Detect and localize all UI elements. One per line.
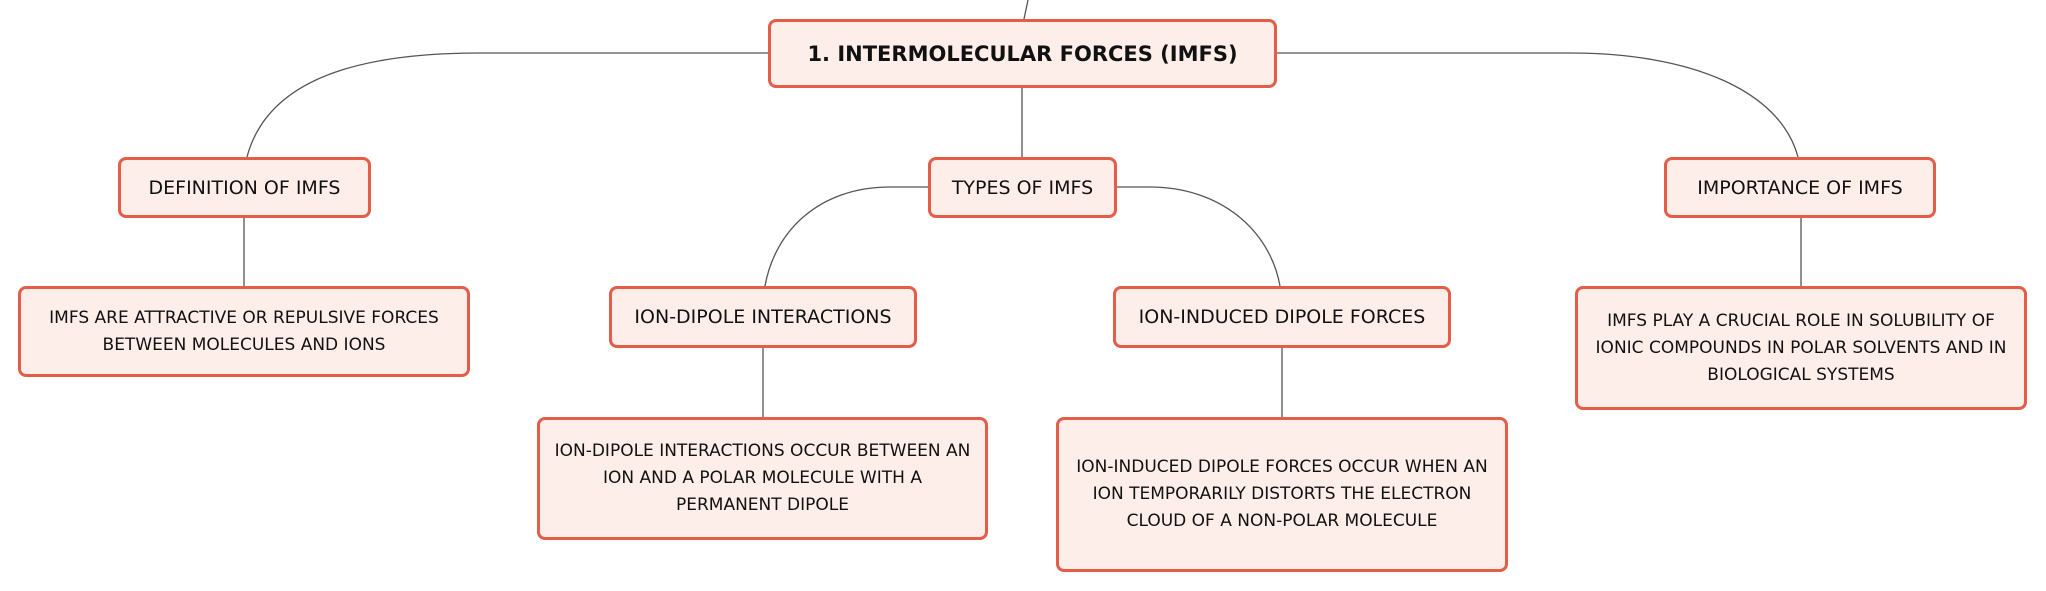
- root-node-label: 1. INTERMOLECULAR FORCES (IMFS): [807, 41, 1238, 66]
- node-ion-dipole-detail-text: ION-DIPOLE INTERACTIONS OCCUR BETWEEN AN…: [554, 441, 971, 515]
- node-definition-label: DEFINITION OF IMFS: [148, 176, 341, 199]
- node-definition-detail-text: IMFS ARE ATTRACTIVE OR REPULSIVE FORCES …: [49, 307, 439, 355]
- node-importance-of-imfs[interactable]: IMPORTANCE OF IMFS: [1664, 157, 1936, 218]
- node-importance-detail[interactable]: IMFS PLAY A CRUCIAL ROLE IN SOLUBILITY O…: [1575, 286, 2027, 410]
- connector-types-iondipole: [764, 186, 928, 287]
- node-importance-label: IMPORTANCE OF IMFS: [1697, 176, 1903, 199]
- node-definition-of-imfs[interactable]: DEFINITION OF IMFS: [118, 157, 371, 218]
- node-ion-dipole-interactions[interactable]: ION-DIPOLE INTERACTIONS: [609, 286, 917, 348]
- node-definition-detail[interactable]: IMFS ARE ATTRACTIVE OR REPULSIVE FORCES …: [18, 286, 470, 377]
- connector-types-ioninduced: [1117, 186, 1281, 287]
- node-ion-dipole-detail[interactable]: ION-DIPOLE INTERACTIONS OCCUR BETWEEN AN…: [537, 417, 988, 540]
- connector-root-parent: [1023, 0, 1029, 20]
- root-node-intermolecular-forces[interactable]: 1. INTERMOLECULAR FORCES (IMFS): [768, 19, 1277, 88]
- node-ion-dipole-label: ION-DIPOLE INTERACTIONS: [634, 306, 892, 328]
- connector-root-definition: [246, 52, 768, 158]
- connector-root-importance: [1277, 52, 1799, 158]
- node-types-label: TYPES OF IMFS: [951, 176, 1094, 199]
- node-types-of-imfs[interactable]: TYPES OF IMFS: [928, 157, 1117, 218]
- node-ion-induced-detail[interactable]: ION-INDUCED DIPOLE FORCES OCCUR WHEN AN …: [1056, 417, 1508, 572]
- node-ion-induced-label: ION-INDUCED DIPOLE FORCES: [1138, 306, 1426, 328]
- node-ion-induced-dipole-forces[interactable]: ION-INDUCED DIPOLE FORCES: [1113, 286, 1451, 348]
- node-ion-induced-detail-text: ION-INDUCED DIPOLE FORCES OCCUR WHEN AN …: [1076, 457, 1488, 531]
- node-importance-detail-text: IMFS PLAY A CRUCIAL ROLE IN SOLUBILITY O…: [1595, 310, 2007, 385]
